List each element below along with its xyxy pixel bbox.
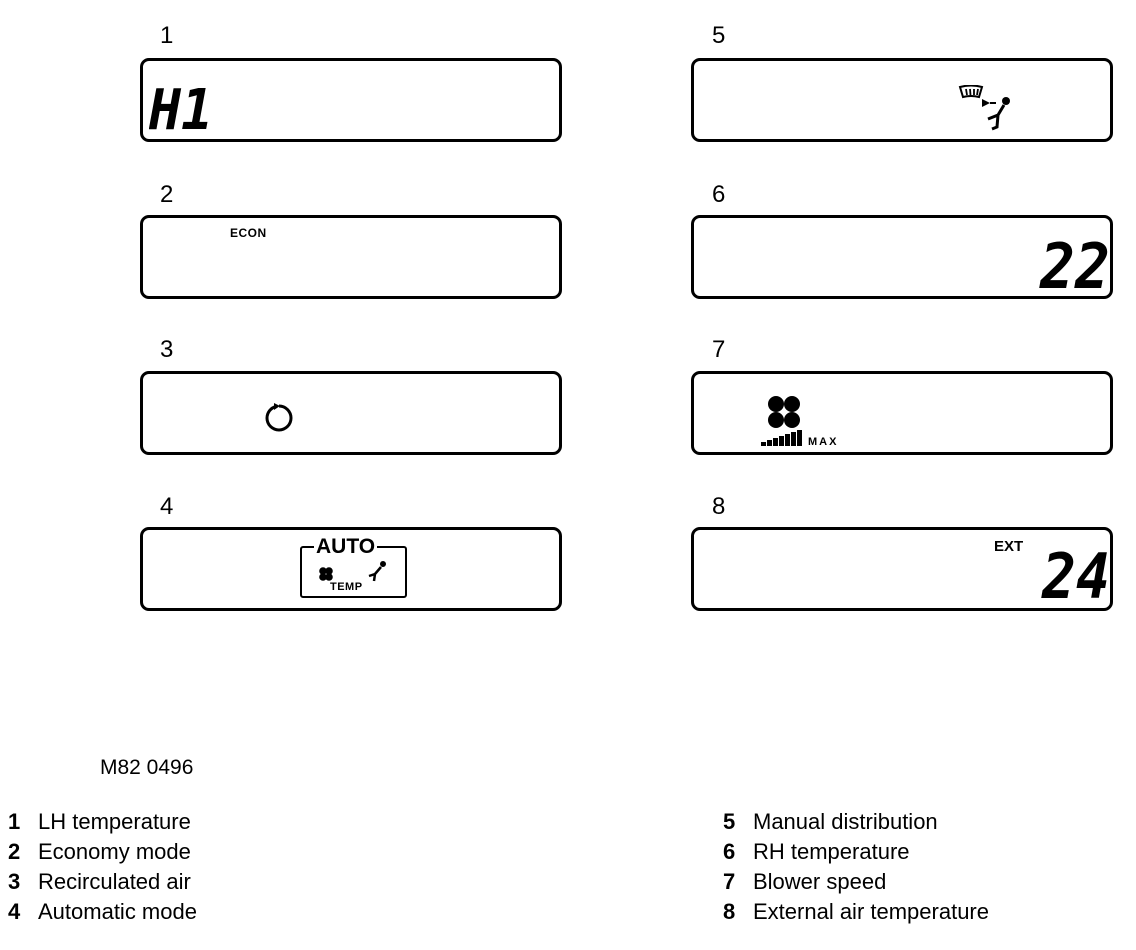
legend-item: 2 Economy mode <box>8 839 191 865</box>
legend-number: 7 <box>723 869 736 894</box>
legend-text: Manual distribution <box>753 809 938 834</box>
legend-number: 8 <box>723 899 736 924</box>
legend-number: 2 <box>8 839 21 864</box>
legend-item: 1 LH temperature <box>8 809 191 835</box>
auto-mode-box: AUTO TEMP <box>300 536 407 598</box>
lcd-panel-7: MAX <box>691 371 1113 455</box>
legend-item: 6 RH temperature <box>723 839 910 865</box>
panel-5-number: 5 <box>712 22 726 49</box>
lcd-panel-1: H1 <box>140 58 562 142</box>
legend-item: 5 Manual distribution <box>723 809 938 835</box>
legend-text: Economy mode <box>38 839 191 864</box>
legend-text: Automatic mode <box>38 899 197 924</box>
max-label: MAX <box>808 436 839 448</box>
legend-number: 5 <box>723 809 736 834</box>
lcd-digits-22: 22 <box>1039 236 1110 296</box>
panel-7-number: 7 <box>712 336 726 363</box>
fan-icon <box>319 567 333 581</box>
legend-number: 6 <box>723 839 736 864</box>
lcd-panel-5 <box>691 58 1113 142</box>
seat-occupant-icon <box>982 97 1010 131</box>
legend-text: External air temperature <box>753 899 989 924</box>
lcd-digits-24-text: 24 <box>1041 546 1110 606</box>
lcd-digits-22-text: 22 <box>1039 236 1110 296</box>
legend-item: 8 External air temperature <box>723 899 989 925</box>
blower-bar-graph-icon <box>761 430 802 446</box>
legend-text: LH temperature <box>38 809 191 834</box>
legend-text: RH temperature <box>753 839 910 864</box>
auto-label: AUTO <box>314 535 378 558</box>
legend-number: 4 <box>8 899 21 924</box>
panel-3-number: 3 <box>160 336 174 363</box>
econ-label: ECON <box>230 226 267 240</box>
panel-1-number: 1 <box>160 22 174 49</box>
legend-item: 4 Automatic mode <box>8 899 197 925</box>
ext-label: EXT <box>994 538 1024 555</box>
panel-2-number: 2 <box>160 181 174 208</box>
legend-number: 1 <box>8 809 21 834</box>
lcd-panel-4: AUTO TEMP <box>140 527 562 611</box>
panel-6-number: 6 <box>712 181 726 208</box>
legend-text: Blower speed <box>753 869 887 894</box>
lcd-digits-h1-text: H1 <box>149 81 213 137</box>
lcd-digits-24: 24 <box>1041 546 1110 606</box>
lcd-panel-3 <box>140 371 562 455</box>
recirculation-icon <box>265 403 293 432</box>
lcd-panel-8: EXT 24 <box>691 527 1113 611</box>
windscreen-defrost-icon <box>958 85 984 99</box>
panel-8-number: 8 <box>712 493 726 520</box>
figure-reference: M82 0496 <box>100 756 194 779</box>
seat-occupant-icon <box>368 561 386 582</box>
temp-label: TEMP <box>330 581 363 593</box>
legend-number: 3 <box>8 869 21 894</box>
legend-item: 7 Blower speed <box>723 869 886 895</box>
panel-4-number: 4 <box>160 493 174 520</box>
lcd-digits-h1: H1 <box>149 81 213 137</box>
lcd-panel-6: 22 <box>691 215 1113 299</box>
legend-item: 3 Recirculated air <box>8 869 191 895</box>
legend-text: Recirculated air <box>38 869 191 894</box>
fan-icon <box>768 396 800 428</box>
lcd-panel-2: ECON <box>140 215 562 299</box>
